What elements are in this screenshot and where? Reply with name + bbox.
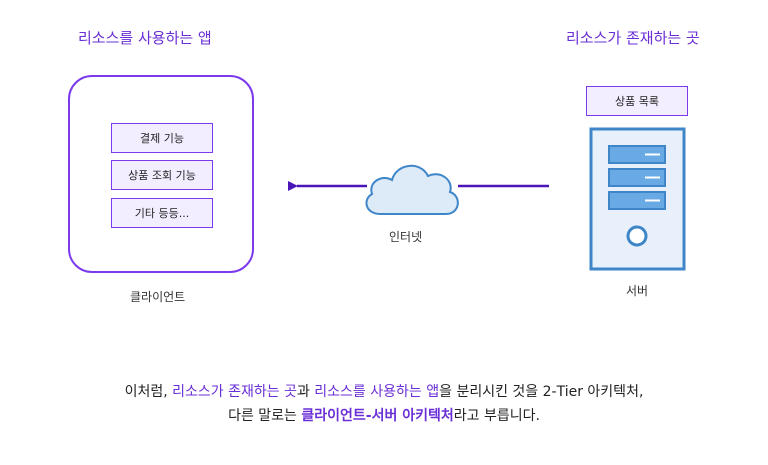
line2-highlight-architecture: 클라이언트-서버 아키텍처: [301, 408, 454, 424]
explanation-line-1: 이처럼, 리소스가 존재하는 곳과 리소스를 사용하는 앱을 분리시킨 것을 2…: [0, 381, 768, 403]
server-tower-icon: [589, 127, 686, 271]
line1-prefix: 이처럼,: [124, 384, 173, 400]
client-caption: 클라이언트: [130, 290, 186, 304]
client-side-heading: 리소스를 사용하는 앱: [78, 29, 212, 47]
line1-highlight-server: 리소스가 존재하는 곳: [172, 384, 297, 400]
line2-prefix: 다른 말로는: [228, 408, 302, 424]
explanation-line-2: 다른 말로는 클라이언트-서버 아키텍처라고 부릅니다.: [0, 405, 768, 427]
internet-caption: 인터넷: [389, 230, 423, 244]
line1-highlight-client: 리소스를 사용하는 앱: [314, 384, 440, 400]
line1-suffix: 을 분리시킨 것을 2-Tier 아키텍처,: [439, 384, 644, 400]
server-caption: 서버: [626, 284, 649, 298]
feature-product-lookup: 상품 조회 기능: [111, 160, 213, 190]
cloud-icon: [365, 165, 459, 215]
line2-suffix: 라고 부릅니다.: [453, 408, 540, 424]
product-list-label: 상품 목록: [586, 86, 688, 116]
feature-payment: 결제 기능: [111, 123, 213, 153]
server-side-heading: 리소스가 존재하는 곳: [566, 29, 700, 47]
line1-mid: 과: [296, 384, 315, 400]
feature-etc: 기타 등등...: [111, 198, 213, 228]
